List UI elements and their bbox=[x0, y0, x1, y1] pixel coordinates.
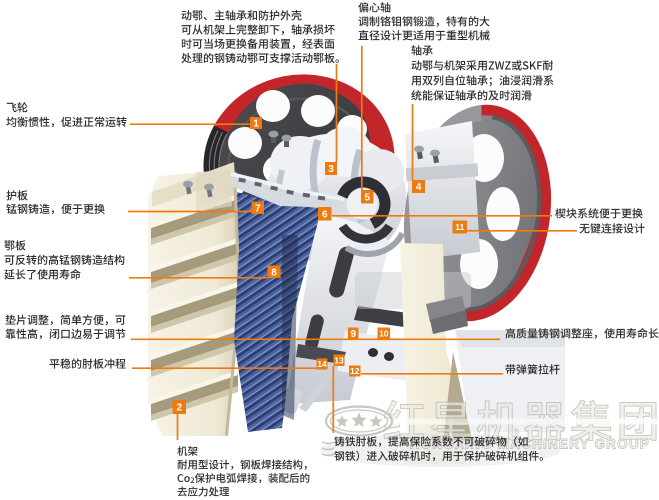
svg-text:10: 10 bbox=[379, 328, 389, 338]
svg-text:11: 11 bbox=[455, 222, 464, 232]
svg-text:12: 12 bbox=[350, 366, 360, 376]
svg-text:9: 9 bbox=[350, 329, 356, 340]
svg-text:5: 5 bbox=[364, 192, 370, 203]
svg-text:13: 13 bbox=[334, 355, 344, 365]
svg-text:1: 1 bbox=[253, 119, 259, 130]
svg-text:2: 2 bbox=[176, 403, 182, 414]
svg-text:4: 4 bbox=[416, 182, 422, 193]
svg-text:7: 7 bbox=[255, 203, 261, 214]
svg-text:8: 8 bbox=[271, 267, 277, 278]
svg-text:3: 3 bbox=[328, 164, 334, 175]
svg-text:14: 14 bbox=[317, 359, 327, 369]
svg-text:6: 6 bbox=[322, 209, 328, 220]
